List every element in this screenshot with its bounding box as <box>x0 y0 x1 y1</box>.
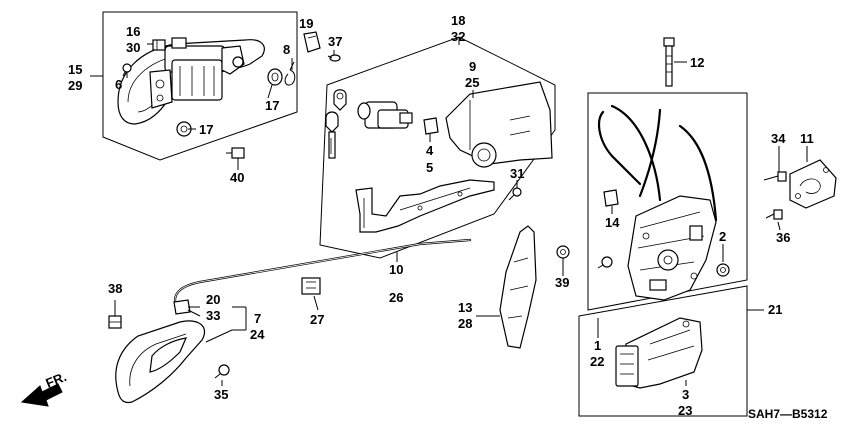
screw-31 <box>508 187 522 201</box>
inside-door-handle <box>115 320 206 404</box>
clip-19 <box>303 31 321 53</box>
callout-39: 39 <box>555 275 569 290</box>
callout-4: 4 <box>426 143 434 158</box>
leader-lines <box>90 37 808 386</box>
callout-2: 2 <box>719 229 726 244</box>
callout-20: 20 <box>206 292 220 307</box>
lock-rod-bracket <box>355 179 495 233</box>
clip-14 <box>603 189 619 207</box>
callout-1: 1 <box>594 338 601 353</box>
callout-15: 15 <box>68 62 82 77</box>
rod-guard-9 <box>445 81 553 168</box>
callout-16: 16 <box>126 24 140 39</box>
guard-13 <box>499 225 537 349</box>
callout-labels: 15 29 16 30 6 17 17 19 8 37 40 18 32 9 2… <box>68 13 814 418</box>
door-lock-actuator <box>615 317 703 389</box>
callout-30: 30 <box>126 40 140 55</box>
latch-group-frame <box>587 92 748 311</box>
callout-23: 23 <box>678 403 692 418</box>
front-direction-label: FR. <box>44 369 69 391</box>
callout-9: 9 <box>469 59 476 74</box>
spring-8 <box>284 61 296 86</box>
callout-32: 32 <box>451 29 465 44</box>
bolt-2 <box>716 263 730 277</box>
latch-rods <box>597 104 718 222</box>
callout-33: 33 <box>206 308 220 323</box>
door-latch <box>627 195 717 301</box>
pin-12 <box>663 37 675 87</box>
callout-5: 5 <box>426 160 433 175</box>
callout-28: 28 <box>458 316 472 331</box>
screw-35 <box>214 364 230 379</box>
callout-11: 11 <box>800 131 814 146</box>
clip-27 <box>301 277 321 295</box>
bolt-39 <box>556 245 570 259</box>
screw-34 <box>763 171 787 182</box>
clip-38 <box>108 315 122 329</box>
callout-27: 27 <box>310 312 324 327</box>
callout-22: 22 <box>590 354 604 369</box>
key-cylinder-assembly <box>325 89 413 159</box>
callout-26: 26 <box>389 290 403 305</box>
clip-20 <box>173 299 191 315</box>
outer-handle-group-frame <box>102 11 298 161</box>
callout-19: 19 <box>299 16 313 31</box>
screw-36 <box>765 209 783 220</box>
callout-17-lower: 17 <box>199 122 213 137</box>
bolt-40 <box>226 147 245 165</box>
callout-8: 8 <box>283 42 290 57</box>
callout-29: 29 <box>68 78 82 93</box>
callout-3: 3 <box>682 387 689 402</box>
lock-cylinder-group-frame <box>319 36 556 259</box>
callout-38: 38 <box>108 281 122 296</box>
callout-7: 7 <box>254 311 261 326</box>
striker-11 <box>789 159 837 209</box>
screw-latch-left <box>597 256 613 269</box>
callout-14: 14 <box>605 215 620 230</box>
callout-25: 25 <box>465 75 479 90</box>
callout-6: 6 <box>115 77 122 92</box>
callout-40: 40 <box>230 170 244 185</box>
callout-12: 12 <box>690 55 704 70</box>
callout-35: 35 <box>214 387 228 402</box>
callout-17-upper: 17 <box>265 98 279 113</box>
screw-37 <box>327 54 341 62</box>
diagram-code: SAH7—B5312 <box>748 407 828 421</box>
callout-37: 37 <box>328 34 342 49</box>
callout-21: 21 <box>768 302 782 317</box>
clip-4 <box>423 117 439 135</box>
clip-16 <box>152 39 166 51</box>
callout-31: 31 <box>510 166 524 181</box>
callout-34: 34 <box>771 131 786 146</box>
callout-36: 36 <box>776 230 790 245</box>
callout-18: 18 <box>451 13 465 28</box>
washer-17-upper <box>267 68 283 86</box>
screw-6 <box>122 63 132 78</box>
callout-13: 13 <box>458 300 472 315</box>
front-direction-arrow-icon <box>20 383 63 407</box>
callout-10: 10 <box>389 262 403 277</box>
actuator-group-frame <box>578 285 748 417</box>
callout-24: 24 <box>250 327 265 342</box>
